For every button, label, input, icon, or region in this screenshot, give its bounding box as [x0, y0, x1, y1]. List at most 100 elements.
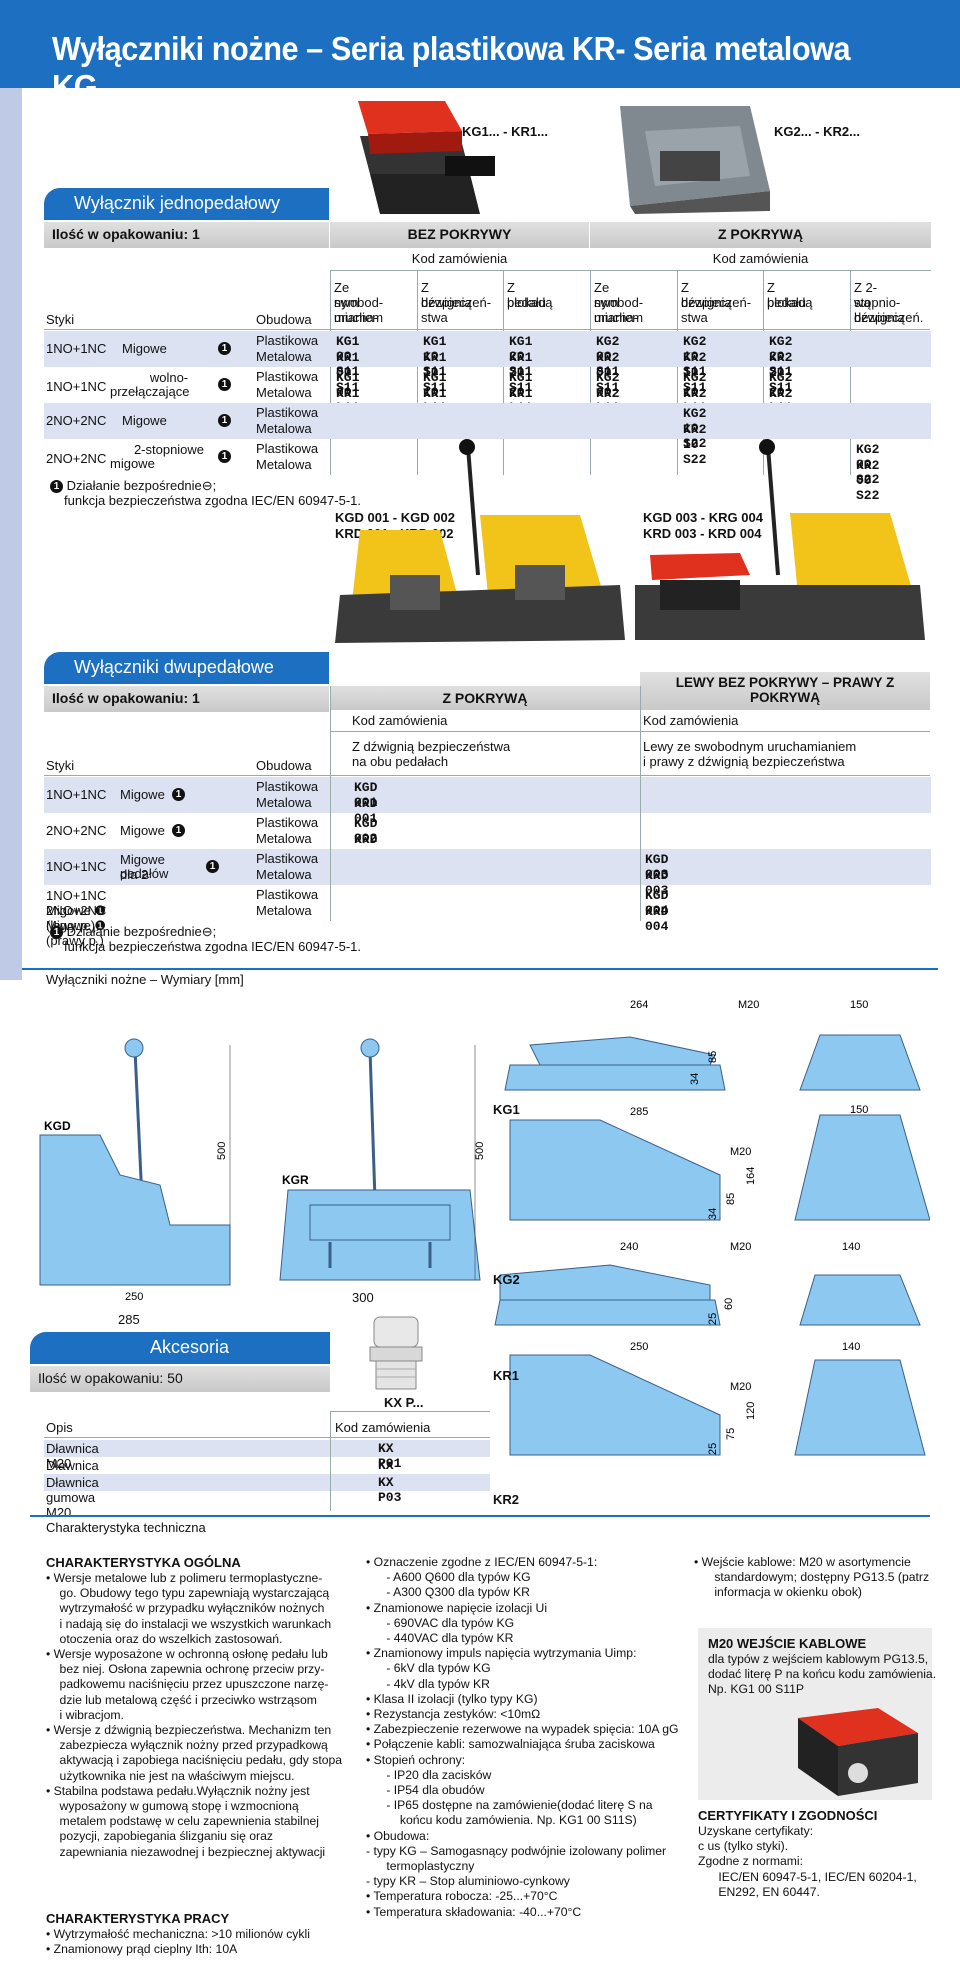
page-header: Wyłączniki nożne – Seria plastikowa KR- … — [0, 0, 960, 105]
single-subheader: bezpieczeń- — [421, 295, 492, 310]
typ-value: wolno- — [149, 370, 189, 385]
single-subheader: bezpieczeń. — [854, 310, 924, 325]
double-col-styki: Styki — [46, 758, 75, 773]
typ-value: przełączające — [110, 384, 190, 399]
order-code: KGD 003 — [645, 852, 669, 882]
list-line: • Znamionowy impuls napięcia wytrzymania… — [366, 1646, 637, 1661]
typ-value: 2-stopniowe — [133, 442, 205, 457]
svg-text:150: 150 — [850, 1104, 868, 1116]
styki-value: 2NO+2NC — [46, 413, 107, 428]
list-line: padkowemu naciśnięciu przez upuszczone n… — [46, 1677, 329, 1692]
svg-text:250: 250 — [125, 1291, 143, 1303]
order-code: KRD 004 — [645, 904, 669, 934]
styki-value: 1NO+1NC Migowe ❶ (lewy p.) — [46, 888, 107, 933]
double-group-mixed-b: POKRYWĄ — [750, 690, 820, 705]
order-code: KR2 00 S22 — [856, 458, 880, 503]
note-number-icon: 1 — [172, 788, 185, 801]
order-code: KR2 00 S11 — [596, 350, 620, 395]
order-code: KR2 20 S11 — [769, 350, 793, 395]
obudowa-value: Plastikowa — [256, 851, 319, 866]
list-line: - 4kV dla typów KR — [366, 1676, 490, 1691]
cable-entry-title: M20 WEJŚCIE KABLOWE — [708, 1636, 867, 1651]
single-kod-label-2: Kod zamówienia — [712, 251, 809, 266]
obudowa-value: Plastikowa — [256, 333, 319, 348]
list-line: go. Obudowy tego typu zapewniają wystarc… — [46, 1586, 330, 1601]
single-subheader: Z blokadą — [767, 280, 813, 310]
list-line: Np. KG1 00 S11P — [708, 1682, 804, 1697]
list-line: zapewniania niezawodnej i bezpiecznej ak… — [46, 1844, 326, 1859]
left-strip — [0, 88, 22, 980]
table-row — [44, 777, 931, 813]
single-subheader: Z 2-stopnio- — [854, 280, 901, 310]
dim-285: 285 — [118, 1312, 140, 1327]
order-code: KGD 001 — [354, 780, 378, 810]
svg-text:60: 60 — [723, 1298, 735, 1310]
list-line: IEC/EN 60947-5-1, IEC/EN 60204-1, — [698, 1869, 917, 1884]
single-subheader: mianiem — [594, 310, 644, 325]
column-divider — [640, 686, 641, 921]
single-subheader: Ze swobod- — [594, 280, 644, 310]
note-number-icon: 1 — [50, 926, 63, 940]
svg-text:500: 500 — [474, 1142, 486, 1160]
svg-text:M20: M20 — [730, 1381, 751, 1393]
double-img-right-b: KRD 003 - KRD 004 — [643, 526, 762, 541]
order-code: KRD 001 — [354, 796, 378, 826]
styki-value: 2NO+2NC — [46, 451, 107, 466]
acc-title: Akcesoria — [30, 1332, 330, 1364]
double-pedal-title: Wyłączniki dwupedałowe — [44, 652, 329, 684]
svg-text:250: 250 — [630, 1341, 648, 1353]
obudowa-value: Metalowa — [256, 831, 312, 846]
obudowa-value: Plastikowa — [256, 779, 319, 794]
svg-text:150: 150 — [850, 999, 868, 1011]
styki-value: 2NO+2NC — [46, 823, 107, 838]
list-line: dodać literę P na końcu kodu zamówienia. — [708, 1667, 937, 1682]
single-group-no-cover: BEZ POKRYWY — [330, 222, 589, 248]
kg2-kr2-label: KG2... - KR2... — [774, 124, 860, 139]
svg-text:34: 34 — [689, 1073, 701, 1085]
list-line: aktywacją i zapobiega naciśnięciu pedału… — [46, 1753, 343, 1768]
order-code: KR1 20 S11 — [509, 350, 533, 395]
table-row — [44, 1474, 490, 1491]
list-line: końcu kodu zamówienia. Np. KG1 00 S11S) — [366, 1813, 637, 1828]
typ-value: Migowe — [122, 341, 167, 356]
svg-text:500: 500 — [216, 1142, 228, 1160]
kgd-kgr-product-image — [635, 439, 925, 640]
svg-text:25: 25 — [707, 1313, 719, 1325]
single-pedal-title: Wyłącznik jednopedałowy — [44, 188, 329, 220]
obudowa-value: Metalowa — [256, 421, 312, 436]
obudowa-value: Metalowa — [256, 457, 312, 472]
order-code: KG2 10 S11 — [683, 334, 707, 379]
list-line: - IP65 dostępne na zamówienie(dodać lite… — [366, 1798, 653, 1813]
list-line: • Temperatura składowania: -40...+70°C — [366, 1904, 582, 1919]
obudowa-value: Metalowa — [256, 903, 312, 918]
dims-title: Wyłączniki nożne – Wymiary [mm] — [46, 972, 244, 987]
svg-text:140: 140 — [842, 1241, 860, 1253]
single-subheader: wą dźwignią — [854, 295, 905, 325]
obudowa-value: Plastikowa — [256, 405, 319, 420]
table-row — [44, 403, 931, 439]
column-divider — [763, 270, 764, 475]
kr2-label: KR2 — [493, 1492, 520, 1507]
single-subheader: stwa — [421, 310, 448, 325]
svg-text:M20: M20 — [738, 999, 759, 1011]
order-code: KR2 10 S22 — [683, 422, 707, 467]
single-group-cover: Z POKRYWĄ — [590, 222, 931, 248]
single-subheader: stwa — [681, 310, 708, 325]
list-line: wytrzymałość w przypadku wyłączników noż… — [46, 1601, 325, 1616]
list-line: • Wersje z dźwignią bezpieczeństwa. Mech… — [46, 1723, 332, 1738]
svg-text:M20: M20 — [730, 1241, 751, 1253]
column-divider — [677, 270, 678, 475]
svg-text:140: 140 — [842, 1341, 860, 1353]
list-line: c us (tylko styki). — [698, 1839, 789, 1854]
list-line: - IP20 dla zacisków — [366, 1767, 492, 1782]
single-subheader: Z dźwignią — [421, 280, 472, 310]
typ-value: Migowe — [122, 413, 167, 428]
single-subheader: nym urucha- — [594, 295, 639, 325]
list-line: • Stopień ochrony: — [366, 1752, 466, 1767]
tech-col1: • Wersje metalowe lub z polimeru termopl… — [46, 1571, 342, 1860]
svg-text:M20: M20 — [730, 1146, 751, 1158]
list-line: - typy KR – Stop aluminiowo-cynkowy — [366, 1874, 570, 1889]
single-pack-qty: Ilość w opakowaniu: 1 — [44, 222, 329, 248]
list-line: • Obudowa: — [366, 1828, 430, 1843]
list-line: bez niej. Osłona zapewnia ochronę przeci… — [46, 1662, 325, 1677]
